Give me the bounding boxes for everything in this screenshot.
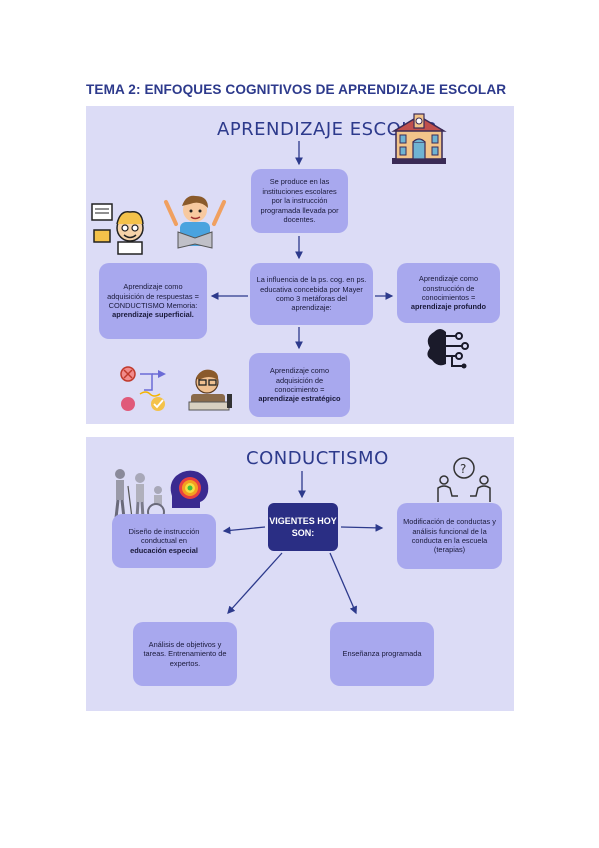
- node-conductismo-respuestas-text: Aprendizaje como adquisición de respuest…: [107, 282, 199, 320]
- node-influencia-mayer-text: La influencia de la ps. cog. en ps. educ…: [256, 275, 367, 313]
- boy-reading-icon: [164, 195, 226, 249]
- node-conocimiento-estrategico: Aprendizaje como adquisición de conocimi…: [249, 353, 350, 417]
- node-modificacion-conductas: Modificación de conductas y análisis fun…: [397, 503, 502, 569]
- reading-kids-icon: [91, 203, 144, 255]
- flowchart-icon: [120, 366, 166, 411]
- node-analisis-objetivos: Análisis de objetivos y tareas. Entrenam…: [133, 622, 237, 686]
- node-modificacion-conductas-text: Modificación de conductas y análisis fun…: [403, 517, 496, 555]
- arrow-vigentes-to-modificacion: [340, 523, 384, 532]
- arrow-vigentes-to-analisis: [227, 552, 283, 614]
- page-title: TEMA 2: ENFOQUES COGNITIVOS DE APRENDIZA…: [86, 82, 507, 97]
- node-ensenanza-programada-text: Enseñanza programada: [342, 649, 422, 659]
- node-influencia-mayer: La influencia de la ps. cog. en ps. educ…: [250, 263, 373, 325]
- brain-scan-icon: [170, 470, 209, 508]
- arrow-vigentes-to-instruccion: [222, 526, 266, 535]
- studying-student-icon: [188, 369, 232, 411]
- node-analisis-objetivos-text: Análisis de objetivos y tareas. Entrenam…: [143, 639, 227, 668]
- node-ensenanza-programada: Enseñanza programada: [330, 622, 434, 686]
- therapy-session-icon: ?: [437, 457, 491, 502]
- node-vigentes-hoy-text: VIGENTES HOY SON:: [269, 516, 337, 538]
- node-vigentes-hoy: VIGENTES HOY SON:: [268, 503, 338, 551]
- node-instruccion-conductual-text: Diseño de instrucción conductual en educ…: [128, 526, 200, 555]
- school-building-icon: [391, 113, 447, 164]
- section-heading-conductismo: CONDUCTISMO: [246, 448, 389, 469]
- node-aprendizaje-definicion-text: Se produce en las instituciones escolare…: [260, 177, 339, 225]
- node-aprendizaje-definicion: Se produce en las instituciones escolare…: [251, 169, 348, 233]
- svg-text:?: ?: [460, 462, 466, 476]
- section-heading-aprendizaje-escolar: APRENDIZAJE ESCOLAR: [217, 119, 439, 140]
- brain-circuit-icon: [427, 329, 469, 369]
- arrow-vigentes-to-ensenanza: [329, 552, 357, 615]
- node-conocimiento-estrategico-text: Aprendizaje como adquisición de conocimi…: [258, 366, 341, 404]
- node-construccion-conocimientos-text: Aprendizaje como construcción de conocim…: [410, 274, 487, 312]
- node-instruccion-conductual: Diseño de instrucción conductual en educ…: [112, 514, 216, 568]
- node-conductismo-respuestas: Aprendizaje como adquisición de respuest…: [99, 263, 207, 339]
- node-construccion-conocimientos: Aprendizaje como construcción de conocim…: [397, 263, 500, 323]
